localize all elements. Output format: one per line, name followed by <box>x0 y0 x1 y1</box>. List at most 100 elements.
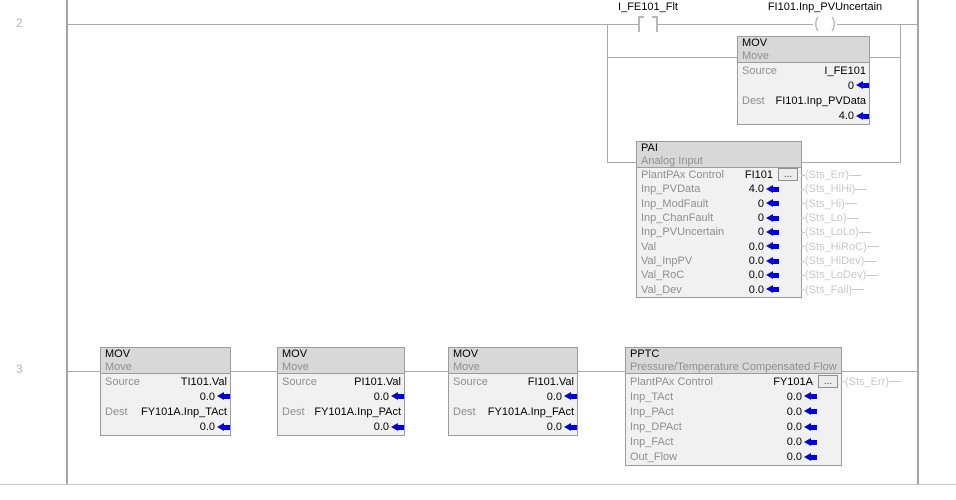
param-label: Dest <box>742 95 765 108</box>
param-label: Inp_DPAct <box>630 421 682 434</box>
pai-instruction[interactable]: PAI Analog Input PlantPAx Control FI101 … <box>636 141 802 298</box>
block-header: MOV Move <box>278 348 404 374</box>
status-coil: Sts_Hi <box>801 197 879 211</box>
param-label: Val <box>641 240 657 253</box>
right-power-rail <box>917 0 919 484</box>
param-label: Source <box>105 375 140 388</box>
value-in-arrow-icon <box>766 213 779 223</box>
status-coil: Sts_Err <box>841 374 902 389</box>
ote-coil-icon[interactable] <box>813 16 837 32</box>
param-value: 0.0 <box>786 451 802 464</box>
instruction-description: Move <box>453 361 480 373</box>
param-value: 0 <box>757 226 764 239</box>
instruction-description: Analog Input <box>641 155 703 167</box>
value-in-arrow-icon <box>856 111 869 121</box>
param-label: Dest <box>105 406 128 419</box>
value-in-arrow-icon <box>766 270 779 280</box>
status-coil: Sts_Err <box>801 168 879 182</box>
param-operand[interactable]: FY101A.Inp_PAct <box>314 406 401 419</box>
param-label: Dest <box>282 406 305 419</box>
value-in-arrow-icon <box>856 81 869 90</box>
param-value: 0.0 <box>786 390 802 403</box>
contact-leg <box>656 16 658 32</box>
param-operand[interactable]: I_FE101 <box>824 64 866 77</box>
rung-number-2[interactable]: 2 <box>16 16 23 30</box>
param-value: 0.0 <box>786 436 802 449</box>
param-value: 0.0 <box>748 240 764 253</box>
block-header: MOV Move <box>738 37 869 63</box>
status-coil: Sts_HiRoC <box>801 240 879 254</box>
wire-segment <box>900 24 901 163</box>
value-in-arrow-icon <box>804 437 817 447</box>
value-in-arrow-icon <box>766 285 779 294</box>
param-label: Source <box>282 375 317 388</box>
param-operand[interactable]: FY101A.Inp_FAct <box>487 406 574 419</box>
param-label: Inp_PVUncertain <box>641 226 725 239</box>
value-in-arrow-icon <box>766 242 779 251</box>
value-in-arrow-icon <box>766 256 779 266</box>
param-value: 0.0 <box>748 269 764 282</box>
param-value: 0.0 <box>748 255 764 268</box>
xic-contact-icon[interactable] <box>638 15 658 33</box>
param-operand[interactable]: FI101 <box>744 169 773 182</box>
value-in-arrow-icon <box>391 422 404 432</box>
block-header: PPTC Pressure/Temperature Compensated Fl… <box>626 348 841 374</box>
instruction-mnemonic: MOV <box>105 348 131 360</box>
mov-instruction-fact[interactable]: MOV Move Source FI101.Val 0.0 Dest FY101A.… <box>448 347 578 436</box>
param-operand[interactable]: TI101.Val <box>180 375 227 388</box>
status-coil: Sts_LoLo <box>801 225 879 239</box>
param-label: Dest <box>453 406 476 419</box>
coil-tag-label[interactable]: FI101.Inp_PVUncertain <box>767 1 883 13</box>
rung-number-3[interactable]: 3 <box>16 362 23 376</box>
value-in-arrow-icon <box>804 407 817 416</box>
param-value: 0.0 <box>199 421 215 434</box>
param-value: 0.0 <box>786 421 802 434</box>
value-in-arrow-icon <box>766 184 779 194</box>
value-in-arrow-icon <box>217 392 230 401</box>
instruction-description: Pressure/Temperature Compensated Flow <box>630 361 837 373</box>
instruction-mnemonic: PPTC <box>630 348 660 360</box>
param-label: Source <box>453 375 488 388</box>
left-power-rail <box>66 0 68 484</box>
pptc-status-coils: Sts_Err <box>841 374 902 389</box>
value-in-arrow-icon <box>804 392 817 401</box>
param-operand[interactable]: FI101.Inp_PVData <box>775 95 866 108</box>
param-operand[interactable]: FY101A <box>773 375 813 388</box>
value-in-arrow-icon <box>217 422 230 432</box>
param-label: Inp_FAct <box>630 436 674 449</box>
status-coil: Sts_Lo <box>801 211 879 225</box>
param-label: Val_InpPV <box>641 255 693 268</box>
browse-tag-button[interactable]: ... <box>818 374 838 388</box>
param-operand[interactable]: FY101A.Inp_TAct <box>140 406 227 419</box>
browse-tag-button[interactable]: ... <box>778 168 798 182</box>
value-in-arrow-icon <box>564 392 577 401</box>
value-in-arrow-icon <box>804 452 817 462</box>
coil-arcs <box>815 16 835 32</box>
value-in-arrow-icon <box>766 199 779 208</box>
contact-tag-label[interactable]: I_FE101_Flt <box>618 1 678 13</box>
param-label: Inp_TAct <box>630 390 674 403</box>
mov-instruction-rung2[interactable]: MOV Move Source I_FE101 0 Dest FI101.Inp_P… <box>737 36 870 125</box>
param-value: 0 <box>847 79 854 92</box>
param-operand[interactable]: PI101.Val <box>354 375 401 388</box>
param-value: 4.0 <box>838 110 854 123</box>
status-coil: Sts_Fail <box>801 283 879 297</box>
param-label: Source <box>742 64 777 77</box>
param-label: Inp_ModFault <box>641 197 709 210</box>
rung-divider-line <box>0 484 956 485</box>
status-coil: Sts_HiHi <box>801 182 879 196</box>
param-label: PlantPAx Control <box>641 169 724 182</box>
param-value: 0.0 <box>199 390 215 403</box>
param-value: 0.0 <box>786 405 802 418</box>
value-in-arrow-icon <box>564 422 577 432</box>
param-value: 0.0 <box>546 421 562 434</box>
instruction-mnemonic: PAI <box>641 142 658 154</box>
pptc-instruction[interactable]: PPTC Pressure/Temperature Compensated Fl… <box>625 347 842 466</box>
status-coil: Sts_LoDev <box>801 268 879 282</box>
param-label: Val_RoC <box>641 269 685 282</box>
param-operand[interactable]: FI101.Val <box>527 375 574 388</box>
instruction-mnemonic: MOV <box>453 348 479 360</box>
instruction-description: Move <box>282 361 309 373</box>
